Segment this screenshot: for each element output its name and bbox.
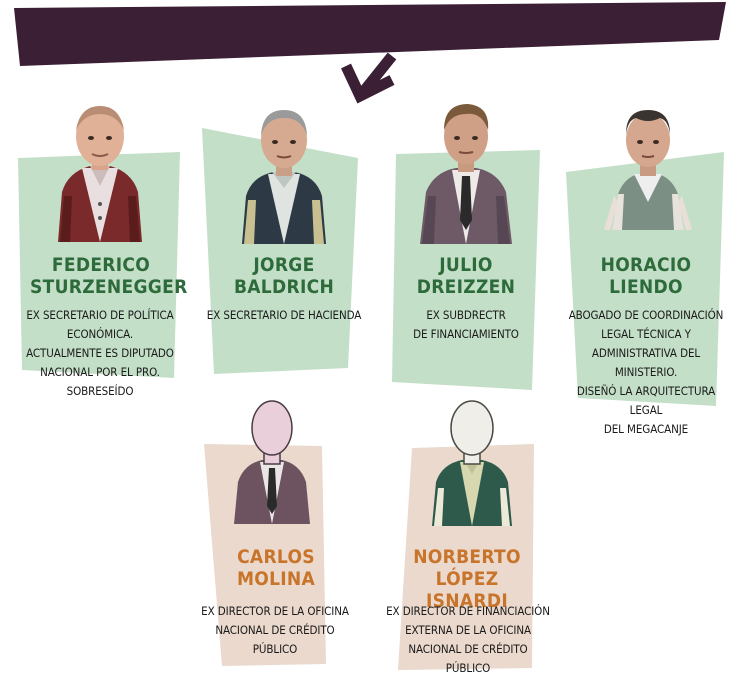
portrait-sturzenegger xyxy=(58,106,142,242)
arrow-down-icon xyxy=(341,52,397,104)
person-description: EX SECRETARIO DE POLÍTICA ECONÓMICA. ACT… xyxy=(26,308,174,398)
person-name: HORACIO LIENDO xyxy=(600,254,692,298)
person-name: JORGE BALDRICH xyxy=(233,254,335,298)
person-name: JULIO DREIZZEN xyxy=(416,254,516,298)
portrait-dreizzen xyxy=(420,104,512,244)
person-description: EX SECRETARIO DE HACIENDA xyxy=(206,308,362,322)
person-name: CARLOS MOLINA xyxy=(236,546,316,590)
person-description: EX SUBDRECTR DE FINANCIAMIENTO xyxy=(413,308,519,341)
card-background xyxy=(18,152,180,378)
person-description: EX DIRECTOR DE LA OFICINA NACIONAL DE CR… xyxy=(201,604,349,656)
portrait-baldrich xyxy=(242,110,326,244)
person-name: FEDERICO STURZENEGGER xyxy=(30,254,188,298)
portrait-lopez-isnardi xyxy=(432,400,512,526)
portrait-liendo xyxy=(604,110,692,230)
person-description: ABOGADO DE COORDINACIÓN LEGAL TÉCNICA Y … xyxy=(568,308,724,436)
person-name: NORBERTO LÓPEZ ISNARDI xyxy=(413,546,521,612)
person-description: EX DIRECTOR DE FINANCIACIÓN EXTERNA DE L… xyxy=(386,604,550,675)
portrait-molina xyxy=(234,400,310,524)
header-banner xyxy=(14,2,726,66)
